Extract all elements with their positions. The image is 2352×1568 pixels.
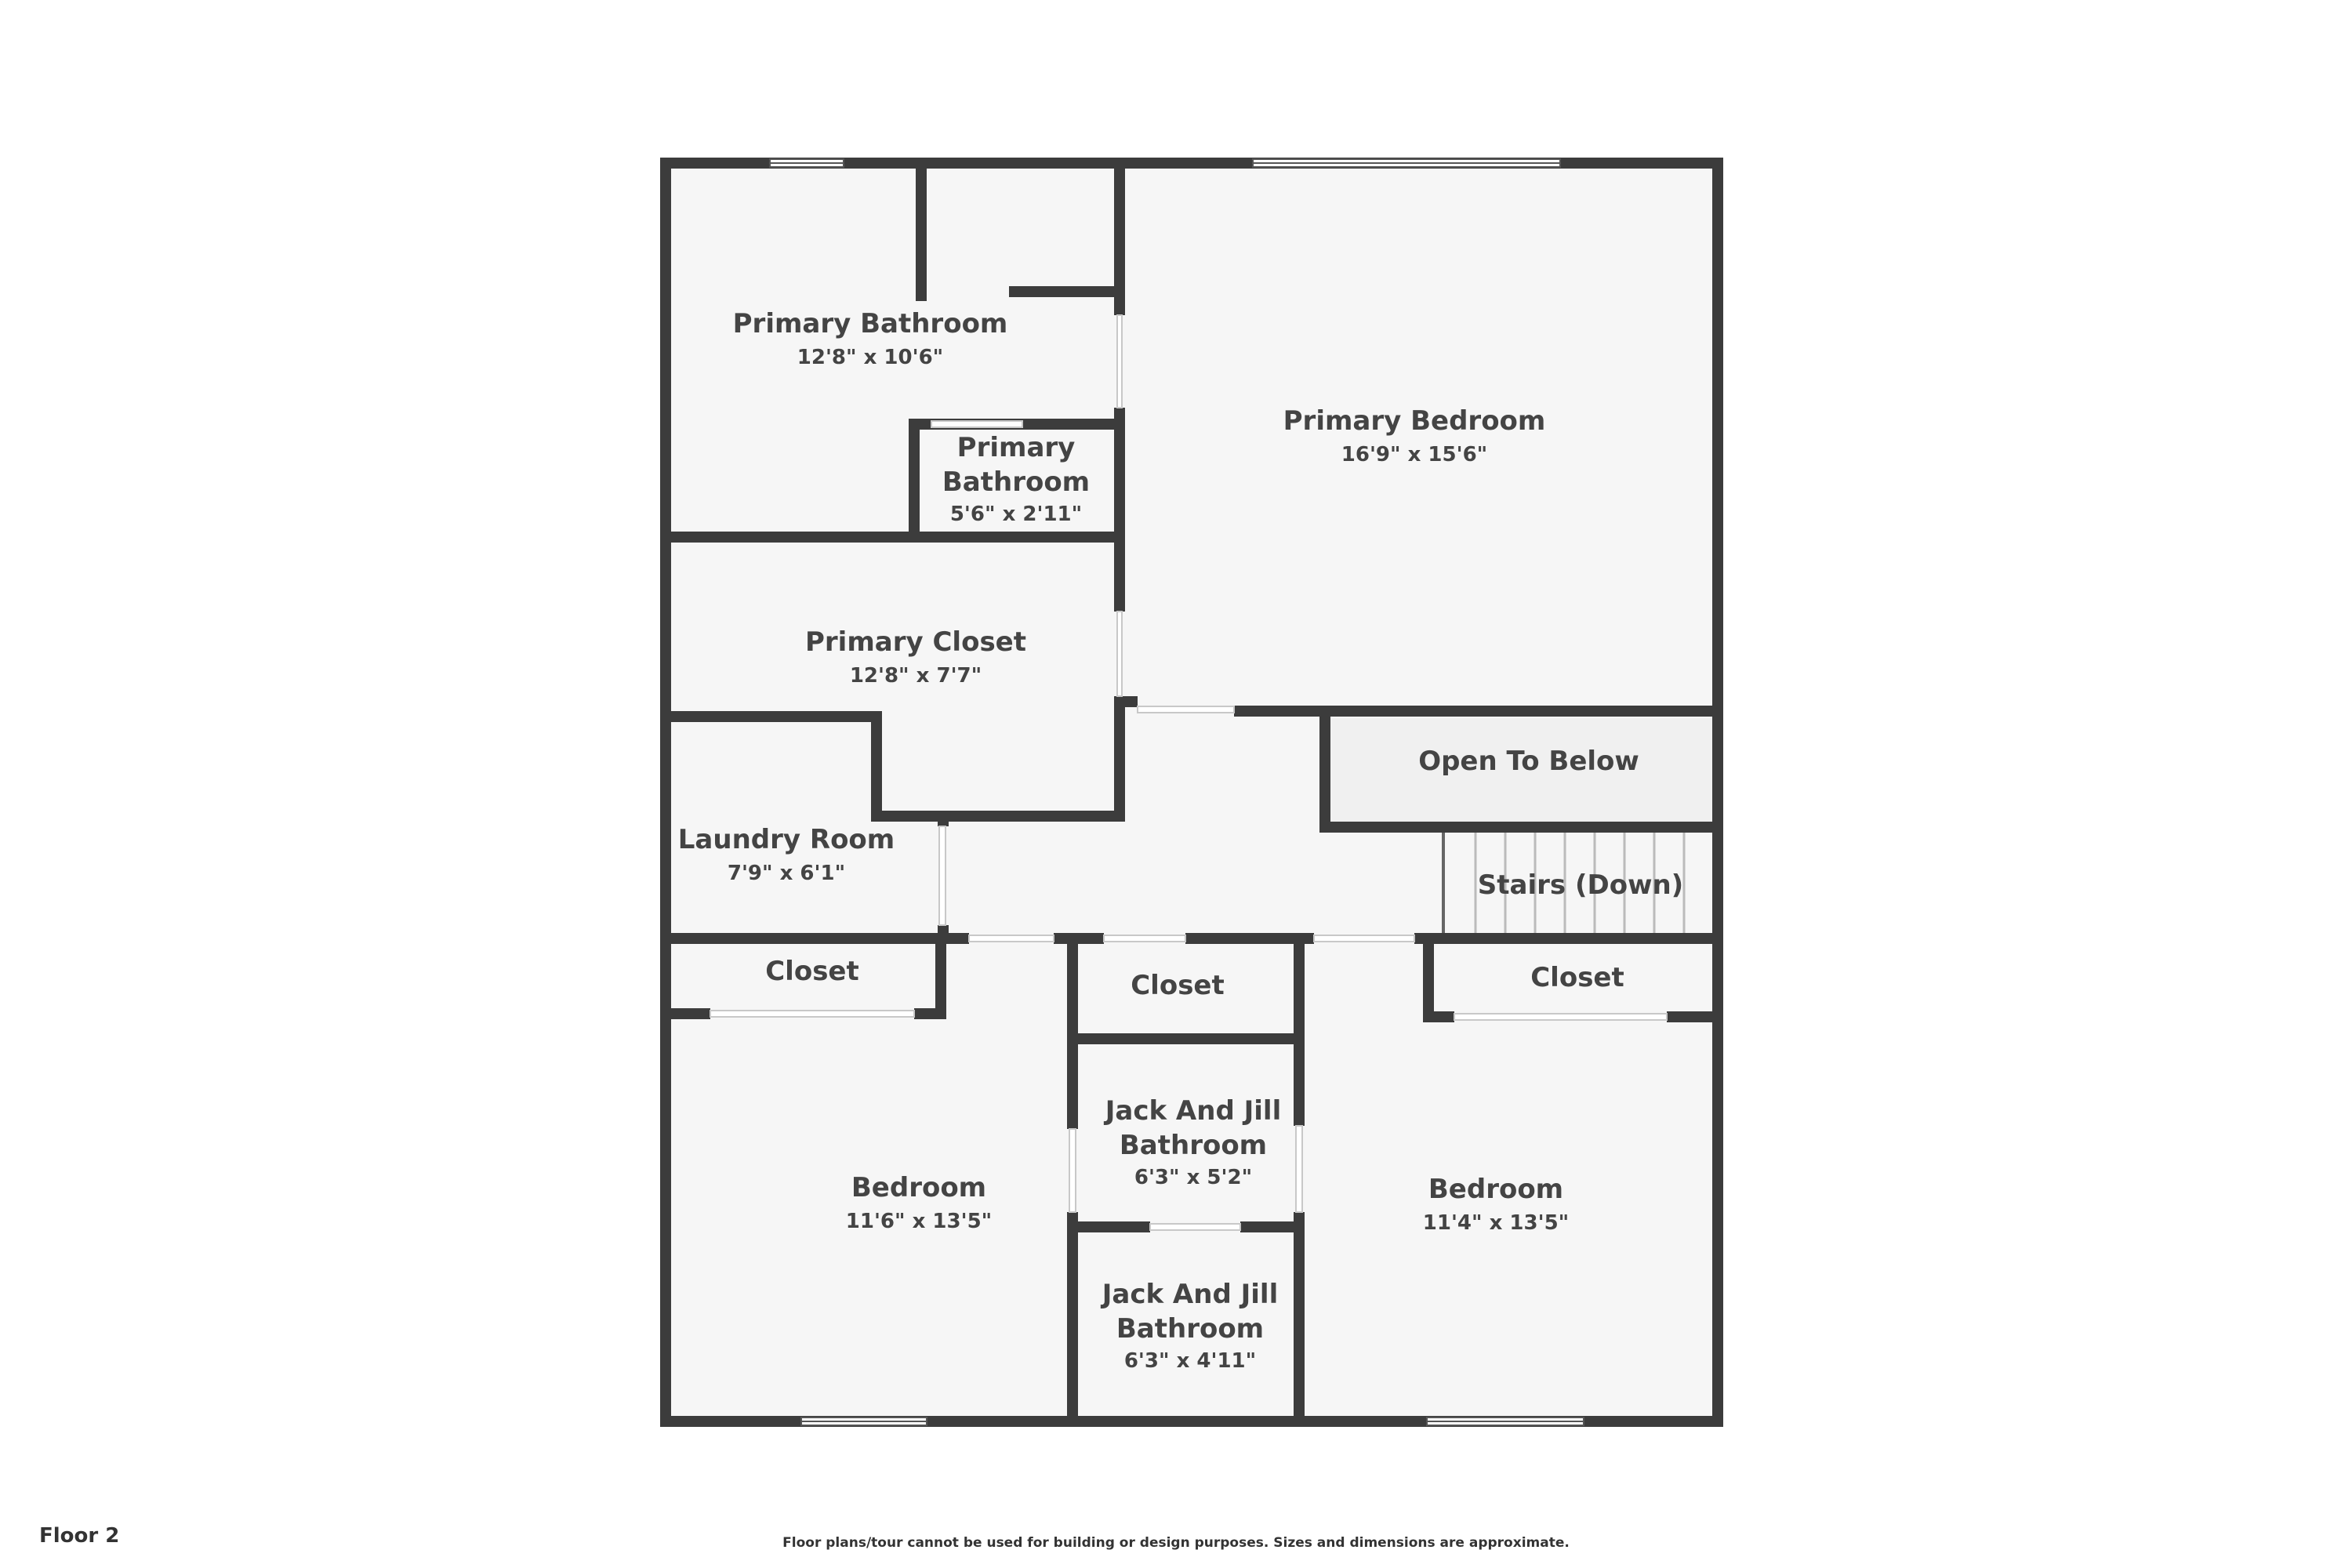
window: [1426, 1417, 1584, 1426]
room-closet-right: Closet: [1530, 962, 1624, 993]
room-name: Bedroom: [1428, 1174, 1563, 1205]
window: [1252, 158, 1561, 168]
room-name: Primary Closet: [805, 626, 1026, 658]
room-name: Open To Below: [1418, 746, 1639, 777]
room-primary-closet: Primary Closet 12'8" x 7'7": [805, 626, 1026, 688]
room-dimensions: 6'3" x 4'11": [1124, 1349, 1256, 1373]
room-primary-bathroom-small: Primary Bathroom 5'6" x 2'11": [942, 432, 1090, 526]
room-primary-bathroom: Primary Bathroom 12'8" x 10'6": [733, 308, 1008, 369]
room-closet-left: Closet: [765, 956, 859, 987]
floor-label: Floor 2: [39, 1524, 120, 1548]
stairs-edge: [1442, 833, 1445, 936]
room-name-line1: Jack And Jill: [1101, 1279, 1279, 1310]
windows: [769, 158, 1584, 1426]
room-name-line1: Jack And Jill: [1104, 1095, 1282, 1127]
openings: [710, 314, 1668, 1231]
room-stairs: Stairs (Down): [1478, 869, 1683, 901]
room-dimensions: 7'9" x 6'1": [728, 862, 845, 885]
room-name: Laundry Room: [678, 824, 895, 855]
wall-outer-left: [660, 158, 671, 1427]
room-name: Closet: [1131, 970, 1225, 1001]
room-open-to-below: Open To Below: [1418, 746, 1639, 777]
window: [800, 1417, 927, 1426]
room-name-line2: Bathroom: [1120, 1130, 1267, 1161]
room-name: Closet: [765, 956, 859, 987]
room-dimensions: 11'6" x 13'5": [846, 1210, 992, 1233]
disclaimer: Floor plans/tour cannot be used for buil…: [782, 1535, 1570, 1551]
open-to-below-area: [1330, 718, 1712, 823]
room-dimensions: 5'6" x 2'11": [950, 503, 1082, 526]
room-name-line2: Bathroom: [1116, 1313, 1264, 1345]
room-bedroom-left: Bedroom 11'6" x 13'5": [846, 1172, 992, 1233]
room-name-line2: Bathroom: [942, 466, 1090, 498]
room-jack-jill-bathroom-upper: Jack And Jill Bathroom 6'3" x 5'2": [1104, 1095, 1282, 1189]
room-dimensions: 6'3" x 5'2": [1134, 1166, 1252, 1189]
room-name: Primary Bedroom: [1283, 405, 1546, 437]
room-name: Primary Bathroom: [733, 308, 1008, 339]
room-name: Closet: [1530, 962, 1624, 993]
room-dimensions: 11'4" x 13'5": [1423, 1211, 1569, 1235]
stairs-treads: [1474, 833, 1686, 936]
room-bedroom-right: Bedroom 11'4" x 13'5": [1423, 1174, 1569, 1235]
room-dimensions: 12'8" x 7'7": [850, 664, 982, 688]
room-primary-bedroom: Primary Bedroom 16'9" x 15'6": [1283, 405, 1546, 466]
room-laundry: Laundry Room 7'9" x 6'1": [678, 824, 895, 885]
room-name: Bedroom: [851, 1172, 986, 1203]
room-name-line1: Primary: [957, 432, 1076, 463]
window: [769, 158, 844, 168]
wall-outer-right: [1712, 158, 1723, 1427]
room-jack-jill-bathroom-lower: Jack And Jill Bathroom 6'3" x 4'11": [1101, 1279, 1279, 1373]
room-name: Stairs (Down): [1478, 869, 1683, 901]
room-closet-middle: Closet: [1131, 970, 1225, 1001]
room-dimensions: 12'8" x 10'6": [797, 346, 943, 369]
room-dimensions: 16'9" x 15'6": [1341, 443, 1487, 466]
